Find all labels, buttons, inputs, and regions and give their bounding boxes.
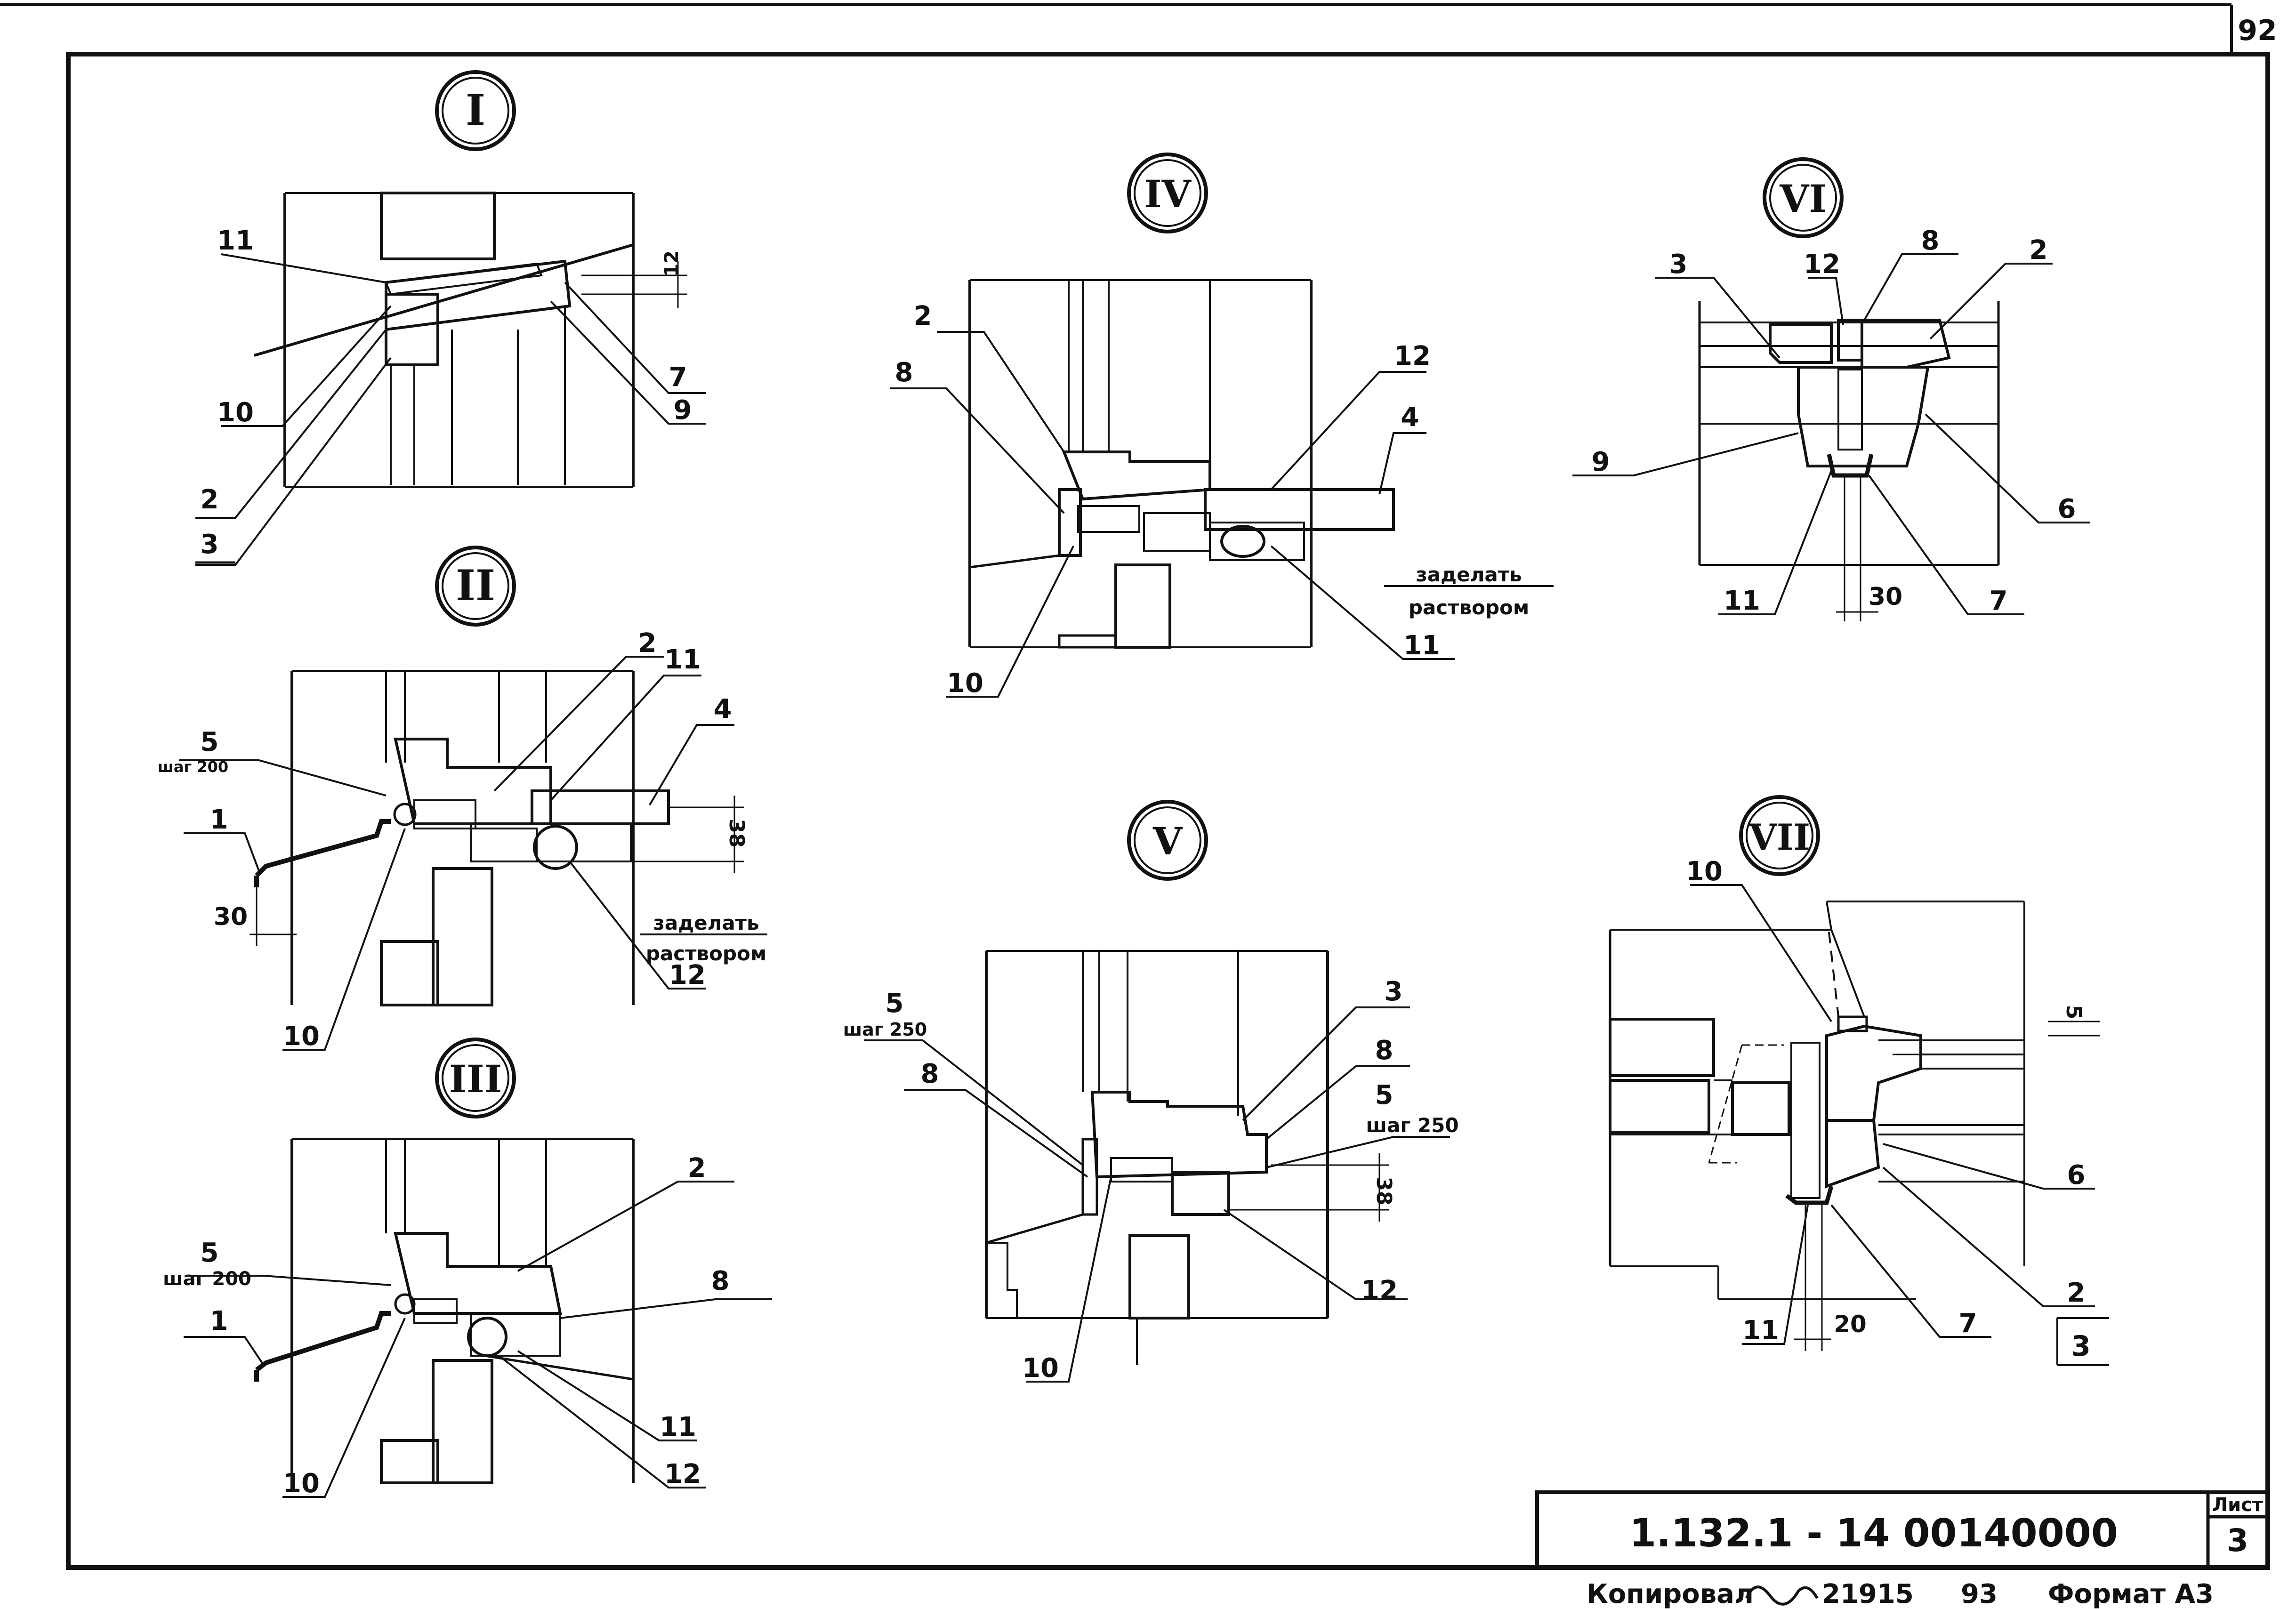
- dim-II-38: 38: [725, 819, 749, 847]
- detail-II: II: [179, 546, 767, 1051]
- detail-VI-label: VI: [1779, 177, 1827, 221]
- callout-I-9: 9: [674, 395, 692, 426]
- callout-VI-9: 9: [1592, 447, 1610, 477]
- callout-I-3: 3: [201, 529, 219, 560]
- dim-III-step: шаг 200: [163, 1268, 251, 1290]
- detail-II-label: II: [456, 561, 495, 611]
- callout-II-2: 2: [638, 628, 657, 659]
- callout-I-7: 7: [669, 362, 687, 393]
- detail-I: I: [195, 70, 706, 566]
- callout-V-10: 10: [1022, 1353, 1059, 1384]
- callout-VII-10: 10: [1686, 856, 1723, 887]
- callout-VII-2: 2: [2067, 1278, 2086, 1308]
- callout-III-12: 12: [664, 1459, 701, 1489]
- note-IV-line2: раствором: [1409, 596, 1529, 619]
- format-label: Формат А3: [2048, 1579, 2214, 1609]
- callout-II-4: 4: [714, 694, 732, 724]
- detail-VII-label: VII: [1748, 816, 1810, 858]
- copier-signature: [1745, 1585, 1819, 1606]
- dim-V-38: 38: [1372, 1176, 1396, 1205]
- callout-V-5: 5: [886, 988, 904, 1019]
- dim-I-12: 12: [661, 250, 683, 277]
- callout-VI-7: 7: [1990, 586, 2008, 616]
- callout-VII-6: 6: [2067, 1160, 2086, 1191]
- callout-VI-3: 3: [1669, 249, 1688, 280]
- callout-III-1: 1: [210, 1306, 228, 1336]
- dim-II-30: 30: [214, 903, 248, 931]
- callout-VI-12: 12: [1804, 249, 1840, 280]
- callout-IV-4: 4: [1401, 402, 1419, 433]
- note-IV-line1: заделать: [1416, 563, 1522, 586]
- callout-VII-7: 7: [1959, 1308, 1977, 1339]
- title-block: [1535, 1490, 2270, 1569]
- detail-III: III: [184, 1038, 772, 1498]
- callout-II-5: 5: [201, 727, 219, 757]
- dim-VI-30: 30: [1869, 583, 1902, 611]
- order-number: 21915: [1822, 1579, 1914, 1609]
- note-II-line1: заделать: [653, 911, 759, 934]
- callout-IV-12: 12: [1394, 341, 1431, 371]
- callout-II-11: 11: [664, 644, 701, 675]
- callout-IV-8: 8: [895, 357, 913, 388]
- detail-III-label: III: [449, 1057, 502, 1101]
- callout-III-8: 8: [711, 1266, 730, 1296]
- callout-IV-10: 10: [947, 668, 983, 699]
- note-II-line2: раствором: [646, 942, 766, 965]
- page-number: 92: [2238, 14, 2277, 47]
- callout-VI-6: 6: [2058, 494, 2076, 524]
- callout-VI-8: 8: [1921, 225, 1940, 256]
- detail-VI: VI: [1572, 157, 2090, 621]
- callout-VI-11: 11: [1724, 586, 1760, 616]
- callout-II-12: 12: [669, 960, 706, 990]
- callout-II-1: 1: [210, 804, 228, 835]
- callout-V-12: 12: [1361, 1275, 1398, 1306]
- order-extra: 93: [1961, 1579, 1998, 1609]
- drawing-designation: 1.132.1 - 14 00140000: [1629, 1511, 2118, 1556]
- callout-III-2: 2: [688, 1153, 706, 1183]
- detail-IV-label: IV: [1144, 172, 1192, 216]
- callout-VII-3: 3: [2071, 1330, 2091, 1363]
- detail-V: V: [864, 800, 1450, 1383]
- callout-IV-2: 2: [914, 301, 932, 331]
- detail-V-label: V: [1152, 819, 1183, 863]
- list-header: Лист: [2212, 1494, 2264, 1516]
- detail-IV: IV: [890, 153, 1554, 698]
- copied-by-label: Копировал: [1587, 1579, 1754, 1609]
- callout-V-8-left: 8: [921, 1059, 939, 1089]
- sheet-frame: [0, 3, 2270, 1570]
- detail-I-label: I: [466, 85, 485, 135]
- callout-V-5-right: 5: [1375, 1080, 1394, 1110]
- callout-III-5: 5: [201, 1238, 219, 1268]
- dim-V-step-left: шаг 250: [843, 1019, 927, 1040]
- callout-IV-11: 11: [1403, 630, 1440, 661]
- callout-V-3: 3: [1385, 976, 1403, 1007]
- callout-VII-11: 11: [1742, 1315, 1779, 1346]
- callout-V-8-right: 8: [1375, 1035, 1394, 1066]
- callout-I-2: 2: [201, 484, 219, 515]
- dim-VII-20: 20: [1834, 1311, 1867, 1338]
- callout-VI-2: 2: [2030, 235, 2048, 265]
- callout-I-10: 10: [217, 397, 254, 428]
- dim-II-step: шаг 200: [158, 758, 228, 776]
- callout-I-11: 11: [217, 225, 254, 256]
- dim-V-step-right: шаг 250: [1366, 1114, 1458, 1137]
- callout-II-10: 10: [283, 1021, 320, 1052]
- dim-VII-5: 5: [2062, 1005, 2086, 1020]
- detail-VII: VII: [1609, 795, 2109, 1366]
- callout-III-11: 11: [660, 1412, 696, 1442]
- callout-III-10: 10: [283, 1468, 320, 1499]
- list-number: 3: [2227, 1522, 2248, 1559]
